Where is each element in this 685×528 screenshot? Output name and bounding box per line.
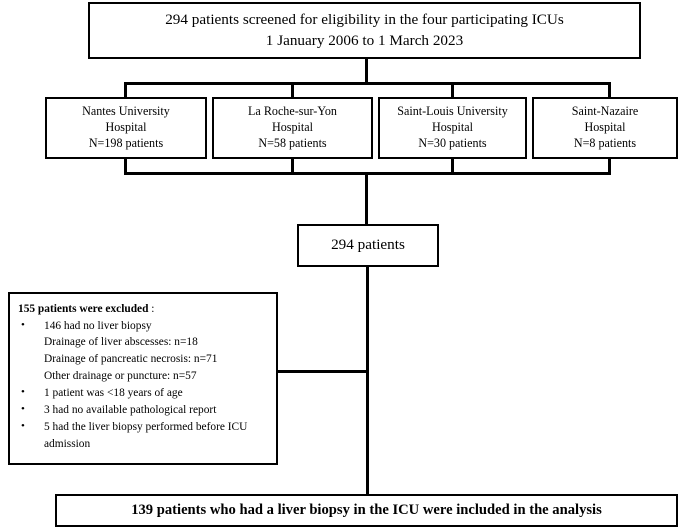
- hospital-name-line-1: Nantes University: [82, 104, 170, 119]
- excluded-reason-text: Other drainage or puncture: n=57: [44, 370, 197, 383]
- screened-patients-box: 294 patients screened for eligibility in…: [88, 2, 641, 59]
- list-item: 5 had the liver biopsy performed before …: [18, 418, 268, 453]
- connector-rise-hospital-3: [608, 159, 611, 175]
- total-patients-label: 294 patients: [331, 236, 405, 254]
- excluded-title-colon: :: [148, 303, 155, 315]
- connector-branch-to-excluded: [276, 370, 368, 373]
- list-item: 1 patient was <18 years of age: [18, 384, 268, 402]
- hospital-name-line-2: Hospital: [272, 120, 313, 135]
- connector-drop-hospital-0: [124, 82, 127, 98]
- hospital-name-line-2: Hospital: [105, 120, 147, 135]
- total-patients-box: 294 patients: [297, 224, 439, 267]
- hospital-patient-count: N=198 patients: [88, 135, 164, 150]
- connector-merge-to-total: [365, 172, 368, 225]
- connector-rise-hospital-2: [451, 159, 454, 175]
- connector-screened-stub: [365, 59, 368, 84]
- excluded-reason-text: 1 patient was <18 years of age: [44, 387, 183, 400]
- connector-drop-hospital-3: [608, 82, 611, 98]
- connector-drop-hospital-1: [291, 82, 294, 98]
- list-item: Drainage of pancreatic necrosis: n=71: [18, 351, 268, 368]
- excluded-reason-list: 146 had no liver biopsy Drainage of live…: [18, 317, 268, 453]
- screened-line-2: 1 January 2006 to 1 March 2023: [265, 31, 464, 49]
- list-item: 3 had no available pathological report: [18, 401, 268, 419]
- included-patients-box: 139 patients who had a liver biopsy in t…: [55, 494, 678, 527]
- list-item: 146 had no liver biopsy: [18, 317, 268, 335]
- connector-drop-hospital-2: [451, 82, 454, 98]
- list-item: Other drainage or puncture: n=57: [18, 368, 268, 385]
- excluded-title-text: 155 patients were excluded: [18, 303, 149, 315]
- excluded-title: 155 patients were excluded :: [18, 301, 268, 318]
- excluded-reason-text: Drainage of liver abscesses: n=18: [44, 336, 198, 349]
- hospital-name-line-1: Saint-Nazaire: [571, 104, 639, 119]
- excluded-reason-text: 3 had no available pathological report: [44, 403, 217, 416]
- connector-hospital-split-bar: [124, 82, 611, 85]
- hospital-name-line-2: Hospital: [432, 120, 473, 135]
- excluded-reason-text-continuation: admission: [44, 437, 91, 450]
- hospital-patient-count: N=30 patients: [418, 135, 487, 150]
- hospital-box-saint-louis: Saint-Louis University Hospital N=30 pat…: [378, 97, 527, 159]
- list-item: Drainage of liver abscesses: n=18: [18, 334, 268, 351]
- connector-total-to-included: [366, 266, 369, 496]
- included-patients-label: 139 patients who had a liver biopsy in t…: [131, 501, 602, 518]
- excluded-reason-text: Drainage of pancreatic necrosis: n=71: [44, 353, 218, 366]
- excluded-reason-text: 146 had no liver biopsy: [44, 319, 152, 332]
- hospital-name-line-1: Saint-Louis University: [397, 104, 508, 119]
- hospital-name-line-2: Hospital: [584, 120, 626, 135]
- excluded-reason-text: 5 had the liver biopsy performed before …: [44, 420, 248, 433]
- hospital-box-saint-nazaire: Saint-Nazaire Hospital N=8 patients: [532, 97, 678, 159]
- hospital-box-la-roche-sur-yon: La Roche-sur-Yon Hospital N=58 patients: [212, 97, 373, 159]
- connector-rise-hospital-1: [291, 159, 294, 175]
- hospital-patient-count: N=8 patients: [573, 135, 637, 150]
- screened-line-1: 294 patients screened for eligibility in…: [165, 11, 564, 29]
- hospital-name-line-1: La Roche-sur-Yon: [248, 104, 337, 119]
- connector-rise-hospital-0: [124, 159, 127, 175]
- hospital-patient-count: N=58 patients: [258, 135, 327, 150]
- hospital-box-nantes: Nantes University Hospital N=198 patient…: [45, 97, 207, 159]
- excluded-patients-box: 155 patients were excluded : 146 had no …: [8, 292, 278, 465]
